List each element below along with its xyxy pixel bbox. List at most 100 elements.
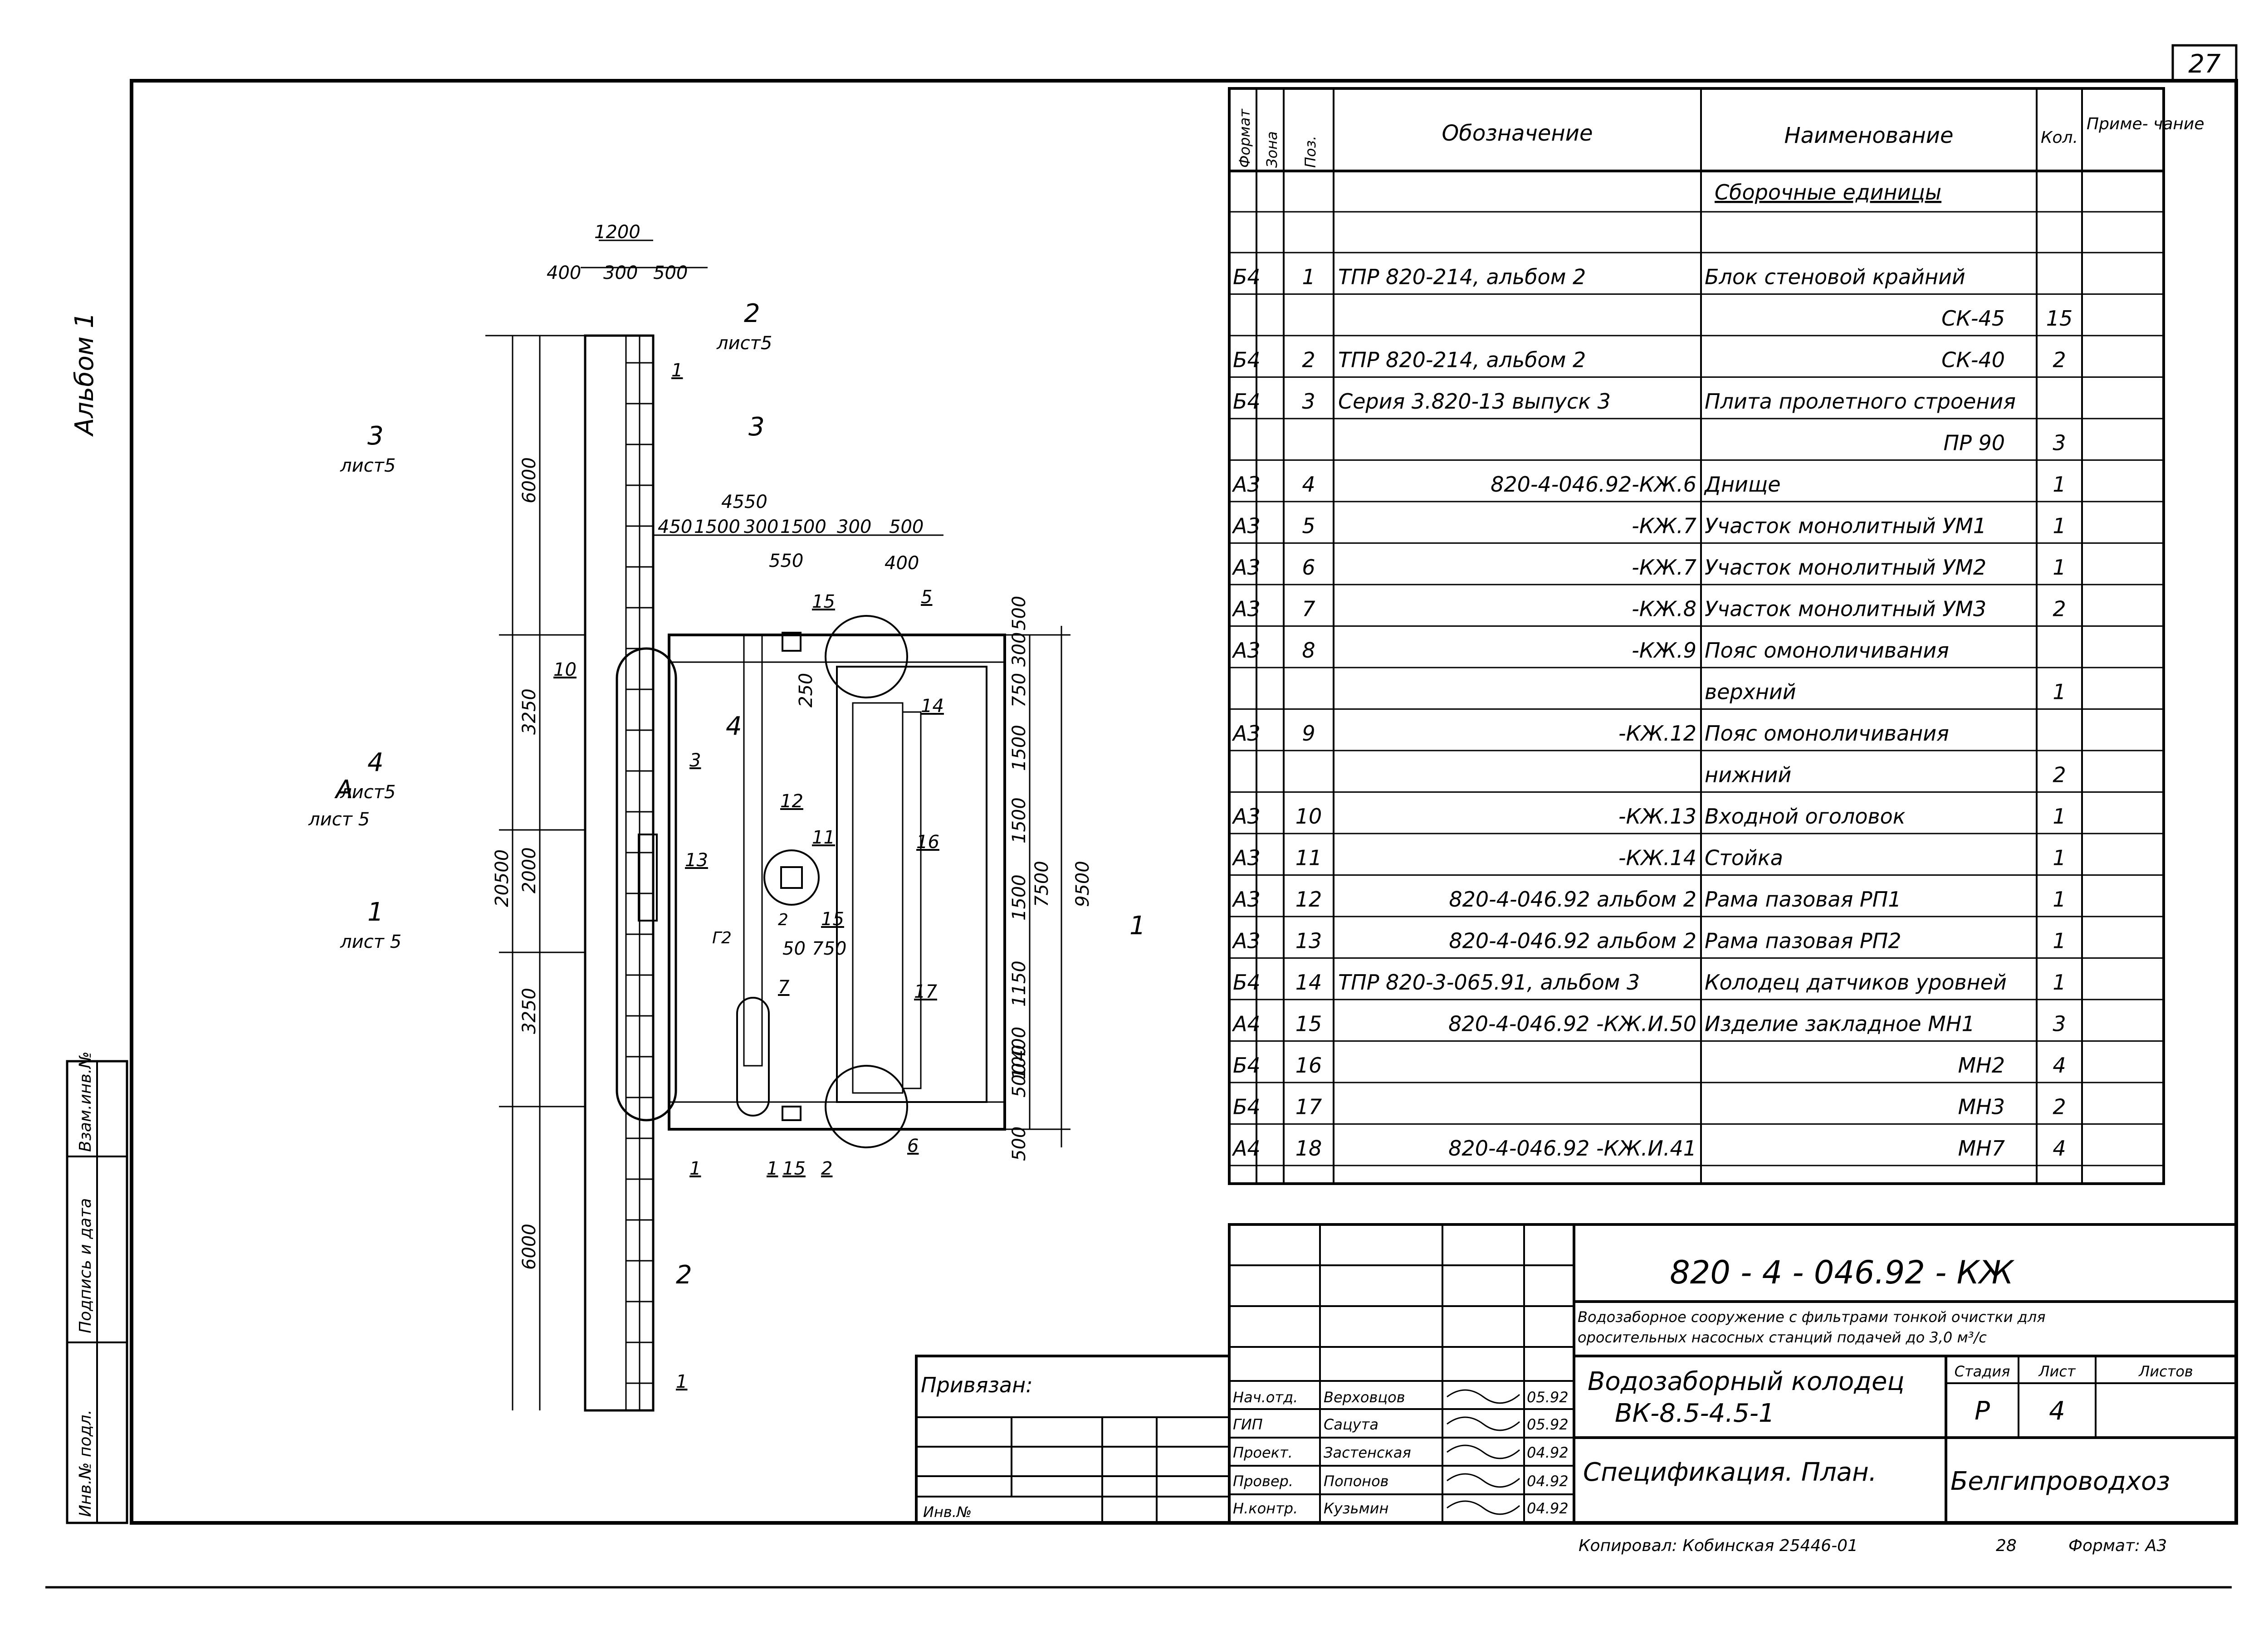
spec-cell-pos: 11 xyxy=(1295,846,1322,870)
circle-6 xyxy=(825,1065,908,1148)
frame-rp2 xyxy=(638,834,658,922)
staff-date: 05.92 xyxy=(1527,1416,1569,1433)
spec-cell-name: Участок монолитный УМ1 xyxy=(1705,514,1986,538)
spec-cell-format: А3 xyxy=(1232,555,1261,580)
mark-label: Г2 xyxy=(712,929,732,947)
spec-cell-designation: ТПР 820-214, альбом 2 xyxy=(1338,348,1586,372)
staff-role: ГИП xyxy=(1233,1416,1263,1433)
spec-cell-qty: 4 xyxy=(2053,1053,2066,1078)
spec-cell-name: Колодец датчиков уровней xyxy=(1705,970,2007,995)
staff-date: 04.92 xyxy=(1527,1473,1569,1490)
title-object-line1: Водозаборный колодец xyxy=(1588,1367,1905,1396)
spec-cell-pos: 18 xyxy=(1295,1136,1322,1161)
spec-cell-designation: 820-4-046.92 -КЖ.И.50 xyxy=(1448,1012,1696,1036)
spec-cell-qty: 2 xyxy=(2053,348,2066,372)
spec-cell-pos: 7 xyxy=(1302,597,1315,621)
signature xyxy=(1447,1500,1520,1515)
mark-label: 2 xyxy=(778,911,788,929)
spec-cell-pos: 6 xyxy=(1302,555,1315,580)
spec-cell-qty: 1 xyxy=(2053,555,2066,580)
circle-11 xyxy=(763,849,820,906)
dim-label: 1500 xyxy=(694,517,740,537)
spec-cell-qty: 3 xyxy=(2053,431,2066,455)
callout-label: 2 xyxy=(821,1158,832,1179)
spec-header-note: Приме- чание xyxy=(2087,115,2204,133)
title-organization: Белгипроводхоз xyxy=(1950,1467,2170,1496)
filter-chamber xyxy=(836,666,987,1103)
spec-cell-name: Участок монолитный УМ2 xyxy=(1705,555,1986,580)
page-number-box xyxy=(2171,44,2238,82)
spec-cell-format: Б4 xyxy=(1233,1053,1261,1078)
spec-cell-format: А3 xyxy=(1232,846,1261,870)
copied-by: Копировал: Кобинская 25446-01 xyxy=(1579,1536,1858,1555)
spec-cell-qty: 1 xyxy=(2053,804,2066,829)
section-number: А xyxy=(334,775,353,805)
spec-cell-format: А3 xyxy=(1232,887,1261,912)
section-number: 3 xyxy=(367,421,384,451)
circle-5 xyxy=(825,615,908,698)
title-sheets-label: Листов xyxy=(2138,1363,2193,1380)
inlet-head xyxy=(616,647,677,1122)
spec-cell-format: А3 xyxy=(1232,472,1261,497)
spec-cell-designation: -КЖ.8 xyxy=(1632,597,1696,621)
spec-cell-format: А4 xyxy=(1232,1136,1261,1161)
callout-label: 1 xyxy=(676,1371,687,1392)
signature xyxy=(1447,1389,1520,1404)
spec-cell-format: А3 xyxy=(1232,929,1261,953)
staff-date: 04.92 xyxy=(1527,1500,1569,1517)
dim-label: 500 xyxy=(889,517,924,537)
callout-label: 1 xyxy=(689,1158,701,1179)
spec-cell-designation: Серия 3.820-13 выпуск 3 xyxy=(1338,389,1611,414)
spec-cell-qty: 1 xyxy=(2053,514,2066,538)
spec-cell-designation: 820-4-046.92 альбом 2 xyxy=(1449,887,1696,912)
staff-name: Кузьмин xyxy=(1324,1500,1388,1517)
binding-block: Привязан: Инв.№ xyxy=(915,1355,1231,1524)
spec-cell-qty: 2 xyxy=(2053,1095,2066,1119)
spec-header-format: Формат xyxy=(1236,108,1253,168)
callout-label: 15 xyxy=(812,591,835,612)
dim-label: 400 xyxy=(885,553,919,574)
spec-cell-qty: 3 xyxy=(2053,1012,2066,1036)
spec-cell-format: А3 xyxy=(1232,597,1261,621)
title-stage-value: Р xyxy=(1975,1396,1990,1426)
dim-label: 500 xyxy=(1009,1127,1030,1161)
signature xyxy=(1447,1444,1520,1459)
dim-label: 4550 xyxy=(721,492,767,512)
dim-label: 6000 xyxy=(519,1224,540,1270)
dim-label: 1150 xyxy=(1009,961,1030,1007)
spec-cell-name: СК-45 xyxy=(1941,306,2005,331)
title-sheet-value: 4 xyxy=(2049,1396,2065,1426)
spec-cell-pos: 9 xyxy=(1302,721,1315,746)
dim-label: 400 xyxy=(547,263,581,283)
callout-label: 1 xyxy=(671,360,683,381)
dim-label: 300 xyxy=(1009,632,1030,667)
section-number: 1 xyxy=(367,897,384,927)
callout-label: 15 xyxy=(782,1158,806,1179)
spec-cell-pos: 5 xyxy=(1302,514,1315,538)
section-number: 2 xyxy=(676,1260,692,1290)
section-sheet: лист 5 xyxy=(308,809,370,830)
section-number: 3 xyxy=(748,412,765,442)
spec-header-designation: Обозначение xyxy=(1442,121,1593,146)
title-stage-label: Стадия xyxy=(1955,1363,2010,1380)
spec-cell-qty: 2 xyxy=(2053,763,2066,787)
title-object-line2: ВК-8.5-4.5-1 xyxy=(1615,1399,1775,1428)
spec-header-name: Наименование xyxy=(1784,123,1953,148)
dim-label: 500 xyxy=(1009,1063,1030,1097)
section-sheet: лист5 xyxy=(716,333,772,354)
spec-section-title: Сборочные единицы xyxy=(1715,180,1941,205)
